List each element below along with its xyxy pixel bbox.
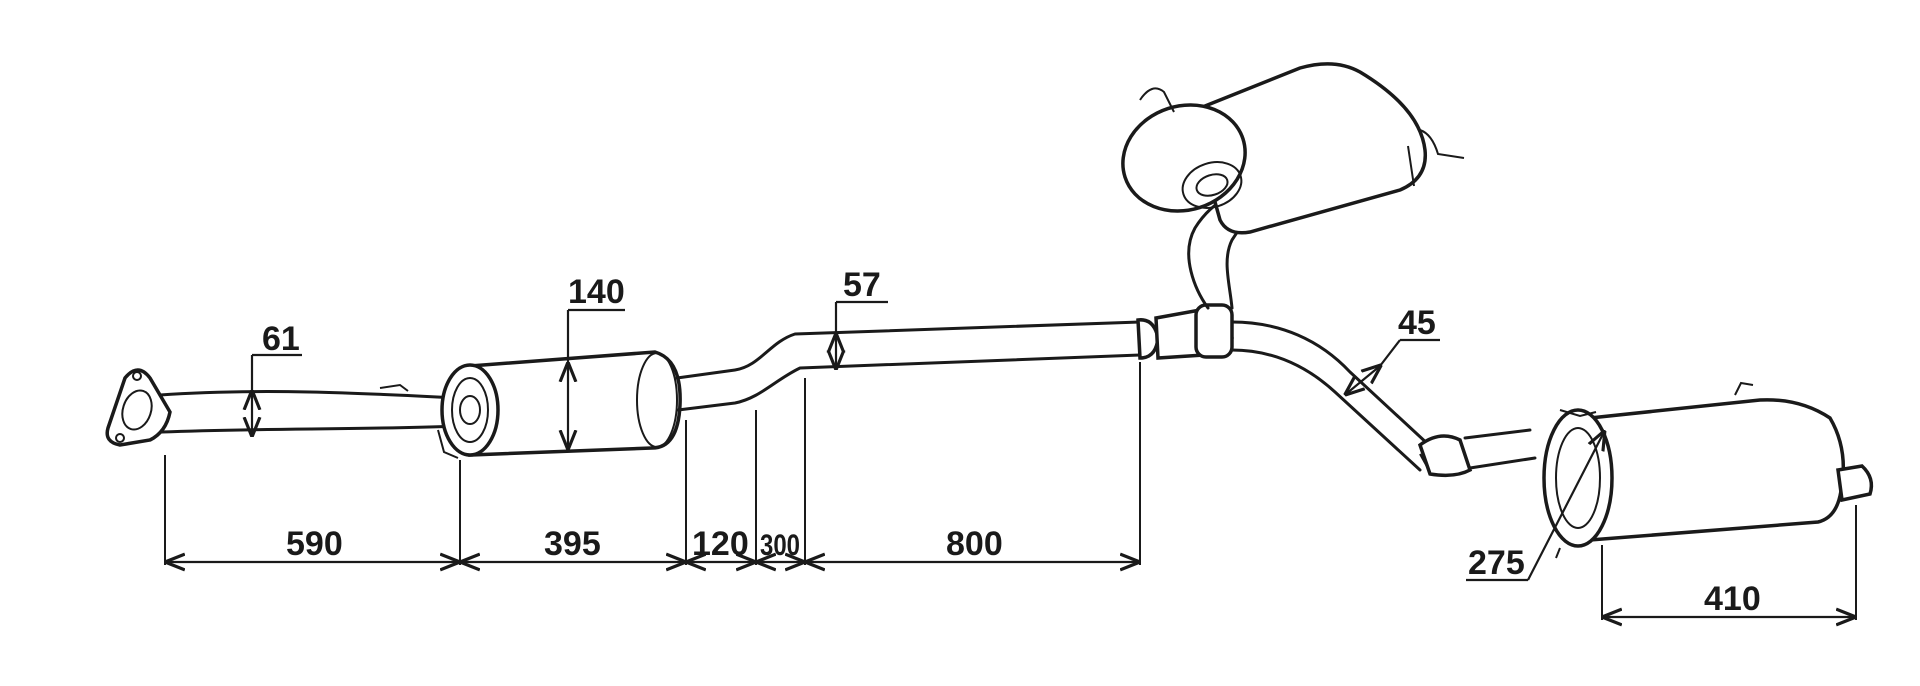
- label-275: 275: [1468, 544, 1525, 582]
- label-45: 45: [1398, 304, 1436, 342]
- rear-muffler: [1542, 381, 1874, 559]
- label-590: 590: [286, 525, 343, 563]
- front-pipe: [158, 383, 460, 434]
- label-300: 300: [760, 529, 800, 562]
- diameter-140-mark: [568, 308, 625, 448]
- upper-muffler: [1121, 62, 1465, 235]
- rear-pipe: [1417, 428, 1537, 478]
- label-61: 61: [262, 320, 300, 358]
- diameter-45-mark: [1346, 338, 1440, 394]
- length-dimension-lines: [167, 562, 1854, 617]
- label-395: 395: [544, 525, 601, 563]
- exhaust-drawing: 61 140 57 45 275 590 395 120 300 800 410: [105, 62, 1874, 620]
- diameter-61-mark: [252, 353, 302, 435]
- diameter-57-mark: [836, 300, 888, 368]
- y-junction: [1154, 303, 1432, 472]
- label-140: 140: [568, 273, 625, 311]
- label-120: 120: [692, 525, 749, 563]
- label-410: 410: [1704, 580, 1761, 618]
- extension-lines: [164, 362, 1857, 620]
- inlet-flange: [105, 368, 172, 447]
- label-57: 57: [843, 266, 881, 304]
- mid-pipe: [675, 318, 1160, 412]
- flange-275-mark: [1466, 432, 1604, 582]
- front-muffler: [437, 350, 682, 459]
- label-800: 800: [946, 525, 1003, 563]
